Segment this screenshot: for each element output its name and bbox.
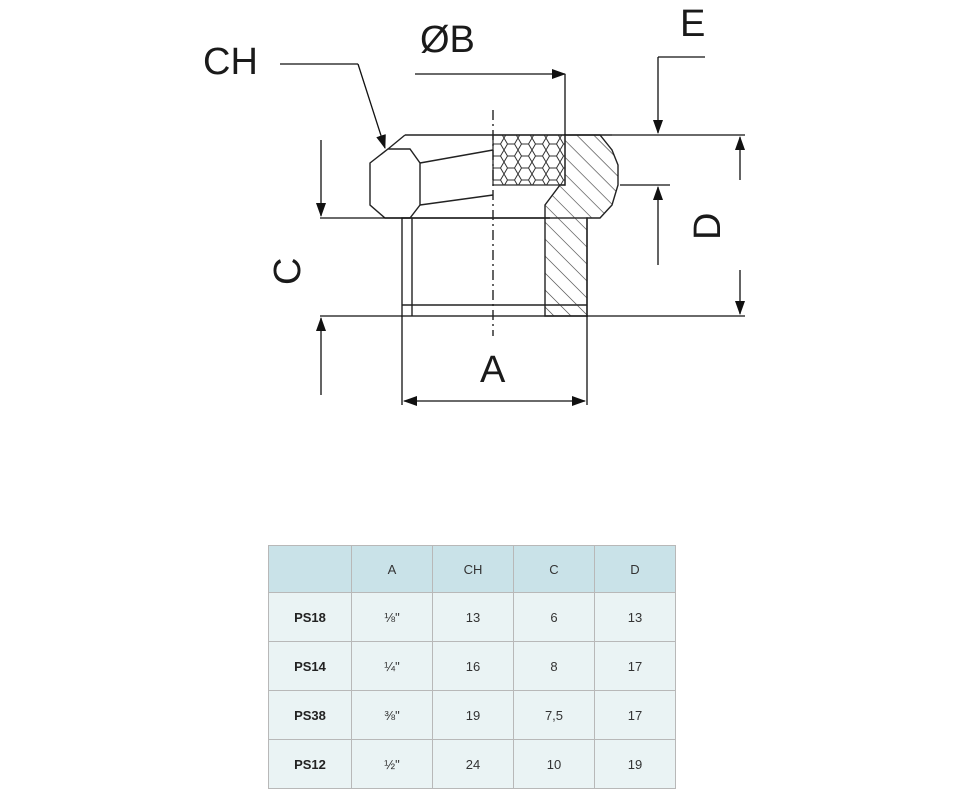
label-c: C — [267, 258, 309, 285]
row-code: PS38 — [268, 690, 352, 740]
table-row: PS14 ¼" 16 8 17 — [268, 641, 676, 691]
row-code: PS14 — [268, 641, 352, 691]
cell-a: ½" — [351, 739, 433, 789]
header-cell-c: C — [513, 545, 595, 593]
cell-c: 6 — [513, 592, 595, 642]
cell-d: 17 — [594, 690, 676, 740]
cell-ch: 24 — [432, 739, 514, 789]
cell-c: 8 — [513, 641, 595, 691]
cell-c: 10 — [513, 739, 595, 789]
header-cell-d: D — [594, 545, 676, 593]
section-hatch — [544, 134, 619, 317]
cell-ch: 19 — [432, 690, 514, 740]
label-b: ØB — [420, 19, 475, 61]
filter-mesh — [492, 134, 566, 186]
header-cell-a: A — [351, 545, 433, 593]
label-e: E — [680, 3, 705, 45]
cell-ch: 13 — [432, 592, 514, 642]
row-code: PS12 — [268, 739, 352, 789]
label-d: D — [687, 213, 729, 240]
table-row: PS38 ⅜" 19 7,5 17 — [268, 690, 676, 740]
cell-a: ⅛" — [351, 592, 433, 642]
header-cell-empty — [268, 545, 352, 593]
label-ch: CH — [203, 41, 258, 83]
table-row: PS18 ⅛" 13 6 13 — [268, 592, 676, 642]
cell-c: 7,5 — [513, 690, 595, 740]
cell-a: ¼" — [351, 641, 433, 691]
table-header-row: A CH C D — [268, 545, 676, 593]
row-code: PS18 — [268, 592, 352, 642]
cell-d: 13 — [594, 592, 676, 642]
cell-ch: 16 — [432, 641, 514, 691]
technical-drawing: CH ØB E C D A — [203, 3, 745, 406]
label-a: A — [480, 349, 506, 391]
cell-a: ⅜" — [351, 690, 433, 740]
cell-d: 19 — [594, 739, 676, 789]
cell-d: 17 — [594, 641, 676, 691]
dimension-table: A CH C D PS18 ⅛" 13 6 13 PS14 ¼" 16 8 17 — [268, 545, 676, 789]
header-cell-ch: CH — [432, 545, 514, 593]
table-row: PS12 ½" 24 10 19 — [268, 739, 676, 789]
dimension-lines — [280, 56, 745, 406]
dimension-table-container: A CH C D PS18 ⅛" 13 6 13 PS14 ¼" 16 8 17 — [268, 545, 676, 789]
